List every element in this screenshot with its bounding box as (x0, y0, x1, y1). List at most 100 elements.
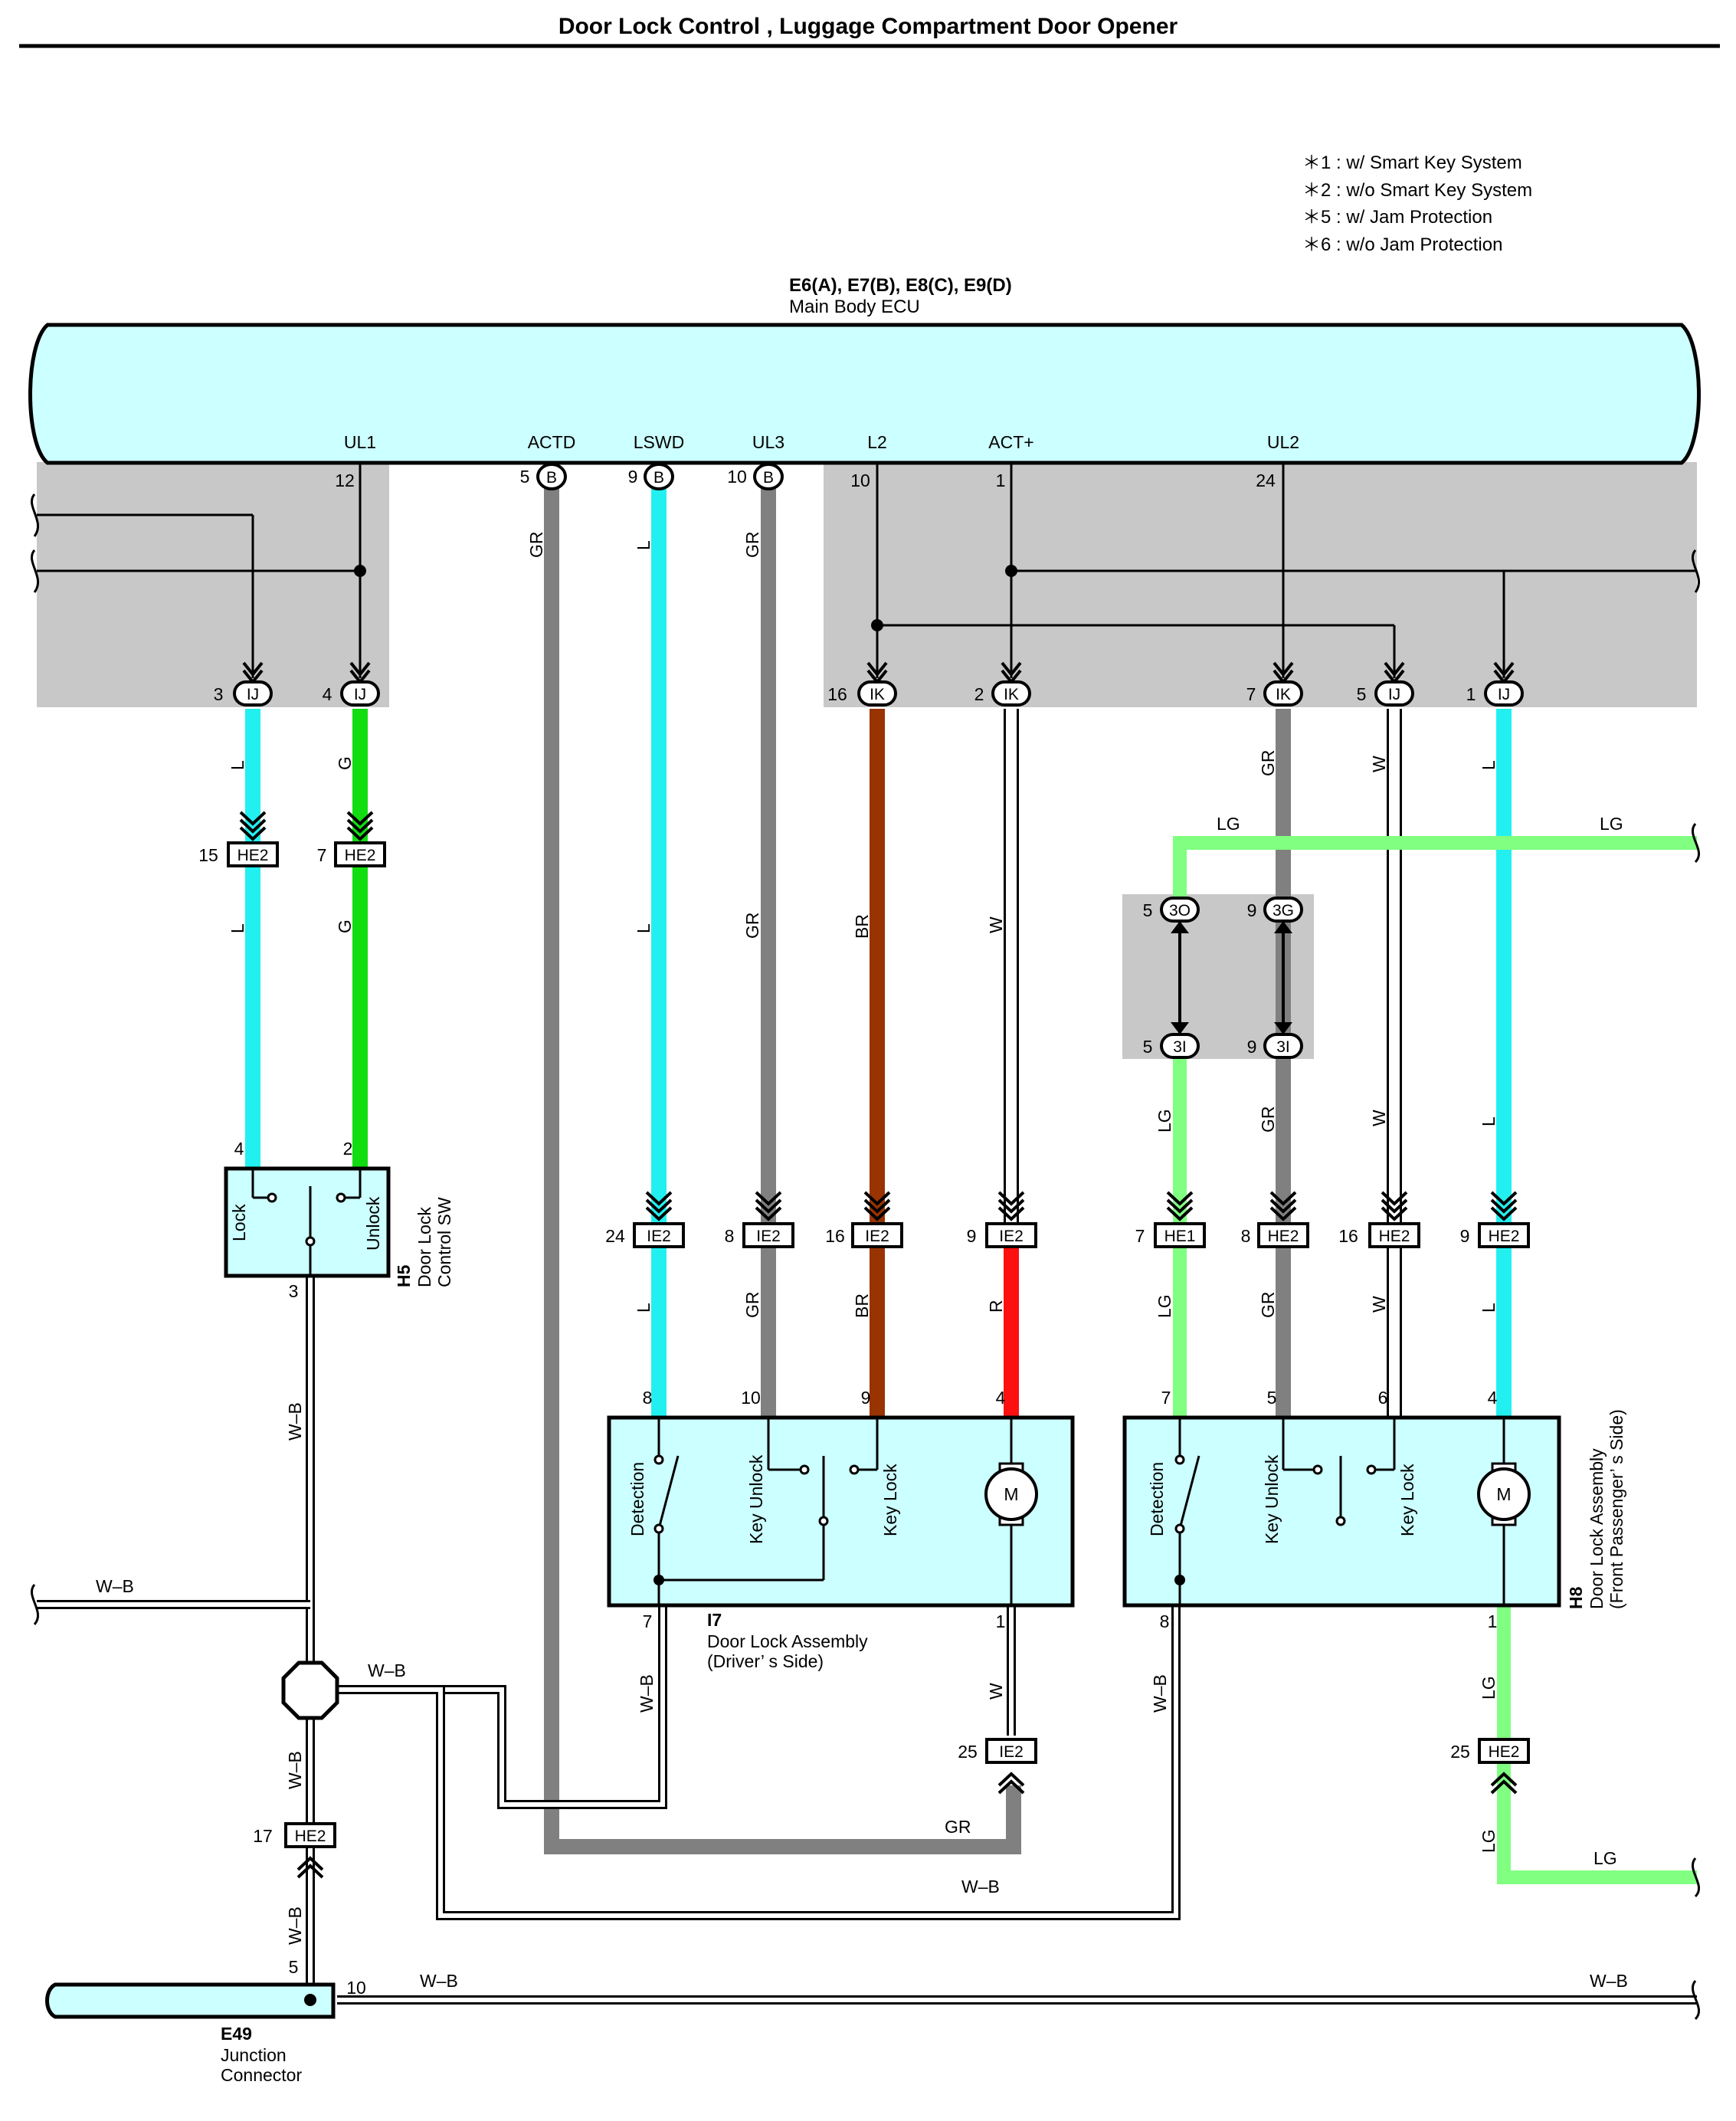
svg-text:7: 7 (1246, 684, 1256, 704)
ecu-name: Main Body ECU (789, 297, 920, 317)
svg-text:10: 10 (741, 1388, 761, 1408)
svg-text:8: 8 (1241, 1226, 1251, 1246)
svg-text:2: 2 (343, 1139, 353, 1159)
svg-text:3I: 3I (1276, 1038, 1290, 1056)
conn-ie2-8: IE2 8 (725, 1191, 794, 1248)
h5-lock-label: Lock (229, 1204, 249, 1241)
conn-b-actd-label: B (546, 469, 557, 487)
conn-ik-7: IK 7 (1246, 661, 1303, 706)
h5-name-line1: Door Lock (414, 1207, 434, 1287)
svg-text:L: L (1479, 1116, 1499, 1126)
conn-3i-9: 3I 9 (1247, 1033, 1303, 1059)
svg-text:8: 8 (643, 1388, 653, 1408)
e49-name-line2: Connector (221, 2065, 302, 2085)
svg-text:3: 3 (289, 1281, 299, 1301)
svg-text:L: L (228, 923, 247, 933)
svg-text:6: 6 (1378, 1388, 1388, 1408)
wire-color-labels: GR L GR L G GR W L L G L GR BR W LG GR W… (96, 532, 1628, 1992)
svg-text:8: 8 (725, 1226, 735, 1246)
lower-connector-row: IE2 24 IE2 8 IE2 16 IE2 9 HE1 7 (605, 1191, 1530, 1248)
i7-code: I7 (707, 1610, 722, 1630)
svg-text:W: W (986, 916, 1006, 933)
conn-he1-7: HE1 7 (1135, 1191, 1206, 1248)
conn-he2-7: HE2 7 (317, 811, 386, 867)
conn-b-lswd-label: B (653, 469, 664, 487)
e49-junction-connector: 5 10 E49 Junction Connector (45, 1957, 366, 2085)
conn-he2-9: HE2 9 (1460, 1191, 1530, 1248)
main-body-ecu (28, 323, 1701, 465)
conn-ie2-16: IE2 16 (825, 1191, 903, 1248)
conn-he2-8: HE2 8 (1241, 1191, 1309, 1248)
svg-text:4: 4 (996, 1388, 1006, 1408)
svg-text:7: 7 (643, 1611, 653, 1631)
wb-wires (37, 1276, 1697, 2005)
svg-text:HE2: HE2 (1489, 1228, 1520, 1245)
svg-text:W–B: W–B (1150, 1674, 1170, 1713)
svg-text:Key Lock: Key Lock (1397, 1464, 1417, 1536)
svg-text:8: 8 (1160, 1611, 1170, 1631)
svg-text:GR: GR (1258, 1106, 1278, 1133)
conn-ij-4: IJ 4 (323, 661, 380, 706)
svg-text:2: 2 (974, 684, 984, 704)
pin-act-plus: 1 (996, 470, 1006, 490)
i7-motor-icon: M (984, 1462, 1038, 1526)
pin-l2: 10 (850, 470, 870, 490)
conn-ie2-24: IE2 24 (605, 1191, 685, 1248)
conn-3i-5: 3I 5 (1143, 1033, 1200, 1059)
svg-text:17: 17 (253, 1826, 273, 1846)
conn-ik-16: IK 16 (827, 661, 897, 706)
conn-he2-15: HE2 15 (198, 811, 279, 867)
svg-text:5: 5 (1143, 1037, 1153, 1057)
conn-ik-2: IK 2 (974, 661, 1031, 706)
svg-text:M: M (1496, 1484, 1511, 1504)
pin-ul3: 10 (727, 467, 747, 487)
svg-text:W–B: W–B (1590, 1971, 1628, 1991)
svg-text:3G: 3G (1273, 902, 1294, 920)
svg-text:4: 4 (323, 684, 332, 704)
svg-text:LG: LG (1217, 814, 1240, 834)
svg-text:IE2: IE2 (999, 1228, 1024, 1245)
svg-text:L: L (228, 760, 247, 770)
wire-actd (544, 475, 1021, 1854)
legend-item-1: ＊1 : w/ Smart Key System (1302, 152, 1522, 173)
svg-text:3: 3 (214, 684, 224, 704)
svg-text:5: 5 (1357, 684, 1367, 704)
ecu-terminal-ul2: UL2 (1267, 432, 1299, 452)
conn-3o: 3O 5 (1143, 897, 1200, 923)
ecu-terminal-act-plus: ACT+ (988, 432, 1033, 452)
svg-text:LG: LG (1155, 1109, 1174, 1133)
conn-b-lswd: B 9 (628, 463, 674, 490)
legend: ＊1 : w/ Smart Key System ＊2 : w/o Smart … (1302, 152, 1532, 255)
conn-ij-1: IJ 1 (1466, 661, 1524, 706)
i7-name-line1: Door Lock Assembly (707, 1631, 868, 1651)
svg-text:Key Unlock: Key Unlock (746, 1454, 766, 1544)
svg-text:HE2: HE2 (1268, 1228, 1299, 1245)
joint-connector (281, 1660, 339, 1720)
svg-text:1: 1 (1466, 684, 1476, 704)
svg-text:GR: GR (1258, 1292, 1278, 1319)
svg-text:W–B: W–B (368, 1660, 406, 1680)
svg-text:LG: LG (1479, 1676, 1499, 1700)
conn-he2-16: HE2 16 (1338, 1191, 1420, 1248)
svg-text:LG: LG (1155, 1294, 1174, 1318)
svg-text:W–B: W–B (285, 1751, 305, 1789)
svg-text:LG: LG (1600, 814, 1623, 834)
ecu-terminal-ul1: UL1 (344, 432, 376, 452)
svg-text:GR: GR (945, 1817, 971, 1837)
bottom-connectors: IE2 25 HE2 25 HE2 17 (253, 1738, 1530, 1879)
svg-text:GR: GR (742, 1292, 762, 1319)
svg-text:5: 5 (1267, 1388, 1277, 1408)
svg-text:W: W (986, 1683, 1006, 1700)
svg-text:IJ: IJ (1388, 686, 1400, 703)
conn-ie2-25: IE2 25 (958, 1738, 1037, 1795)
svg-text:IK: IK (870, 686, 885, 703)
svg-text:IJ: IJ (247, 686, 259, 703)
svg-text:IE2: IE2 (647, 1228, 671, 1245)
legend-item-2: ＊2 : w/o Smart Key System (1302, 180, 1532, 201)
svg-text:GR: GR (526, 532, 546, 559)
svg-text:4: 4 (1488, 1388, 1498, 1408)
svg-text:W–B: W–B (420, 1971, 458, 1991)
conn-he2-25: HE2 25 (1450, 1738, 1530, 1795)
junction-block-right (824, 462, 1697, 707)
diagram-title: Door Lock Control , Luggage Compartment … (558, 14, 1178, 39)
